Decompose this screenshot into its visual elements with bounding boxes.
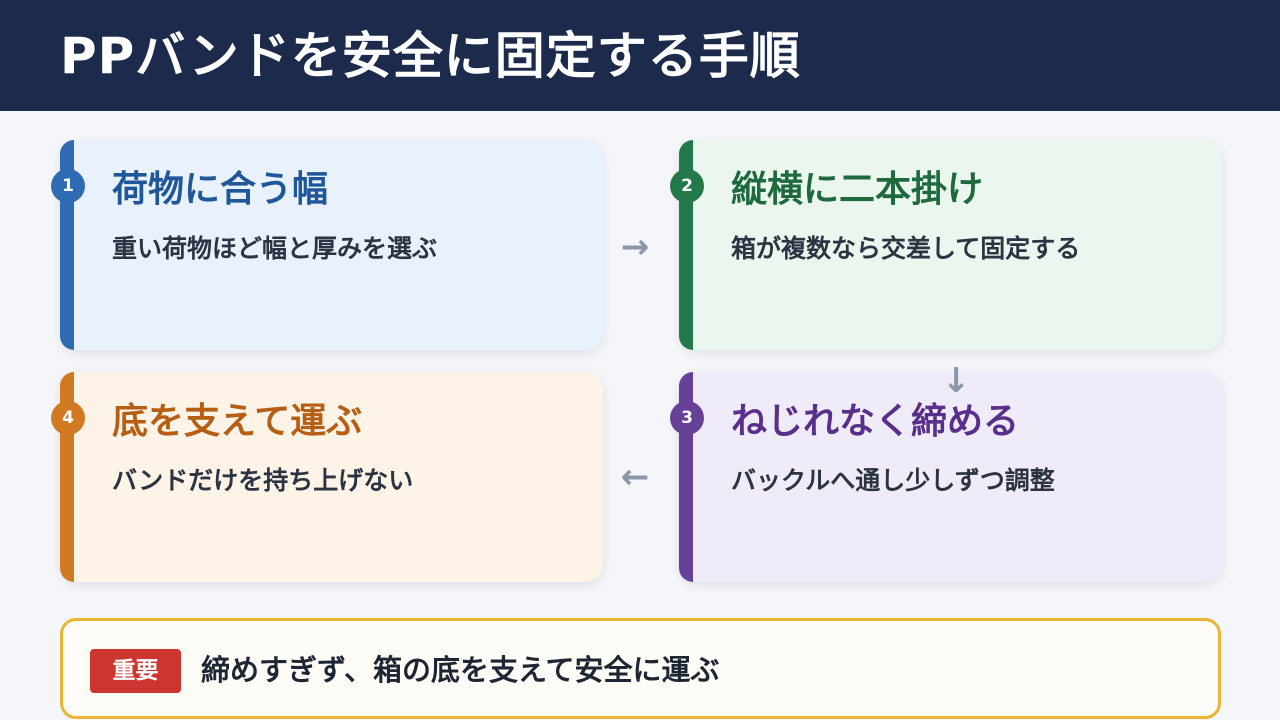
step-card-4: 4 底を支えて運ぶ バンドだけを持ち上げない bbox=[51, 372, 603, 582]
arrow-right-icon: → bbox=[620, 227, 650, 267]
step-number-badge: 2 bbox=[670, 169, 704, 203]
step-title: 底を支えて運ぶ bbox=[112, 401, 363, 442]
page-title: PPバンドを安全に固定する手順 bbox=[60, 27, 801, 85]
step-description: 箱が複数なら交差して固定する bbox=[731, 234, 1081, 263]
step-number-badge: 4 bbox=[51, 401, 85, 435]
notice-text: 締めすぎず、箱の底を支えて安全に運ぶ bbox=[201, 653, 720, 687]
step-description: バックルへ通し少しずつ調整 bbox=[731, 466, 1055, 495]
step-title: ねじれなく締める bbox=[731, 401, 1020, 442]
arrow-down-icon: ↓ bbox=[941, 361, 971, 401]
step-card-2: 2 縦横に二本掛け 箱が複数なら交差して固定する bbox=[670, 140, 1222, 350]
step-card-1: 1 荷物に合う幅 重い荷物ほど幅と厚みを選ぶ bbox=[51, 140, 603, 350]
step-description: 重い荷物ほど幅と厚みを選ぶ bbox=[112, 234, 438, 263]
step-description: バンドだけを持ち上げない bbox=[112, 466, 414, 495]
step-number-badge: 3 bbox=[670, 401, 704, 435]
important-notice: 重要 締めすぎず、箱の底を支えて安全に運ぶ bbox=[60, 618, 1221, 719]
step-title: 縦横に二本掛け bbox=[731, 169, 984, 210]
step-card-3: 3 ねじれなく締める バックルへ通し少しずつ調整 bbox=[670, 372, 1222, 582]
arrow-left-icon: ← bbox=[620, 457, 650, 497]
step-number-badge: 1 bbox=[51, 169, 85, 203]
important-badge: 重要 bbox=[90, 649, 181, 693]
step-title: 荷物に合う幅 bbox=[112, 169, 329, 210]
header-bar: PPバンドを安全に固定する手順 bbox=[0, 0, 1280, 111]
